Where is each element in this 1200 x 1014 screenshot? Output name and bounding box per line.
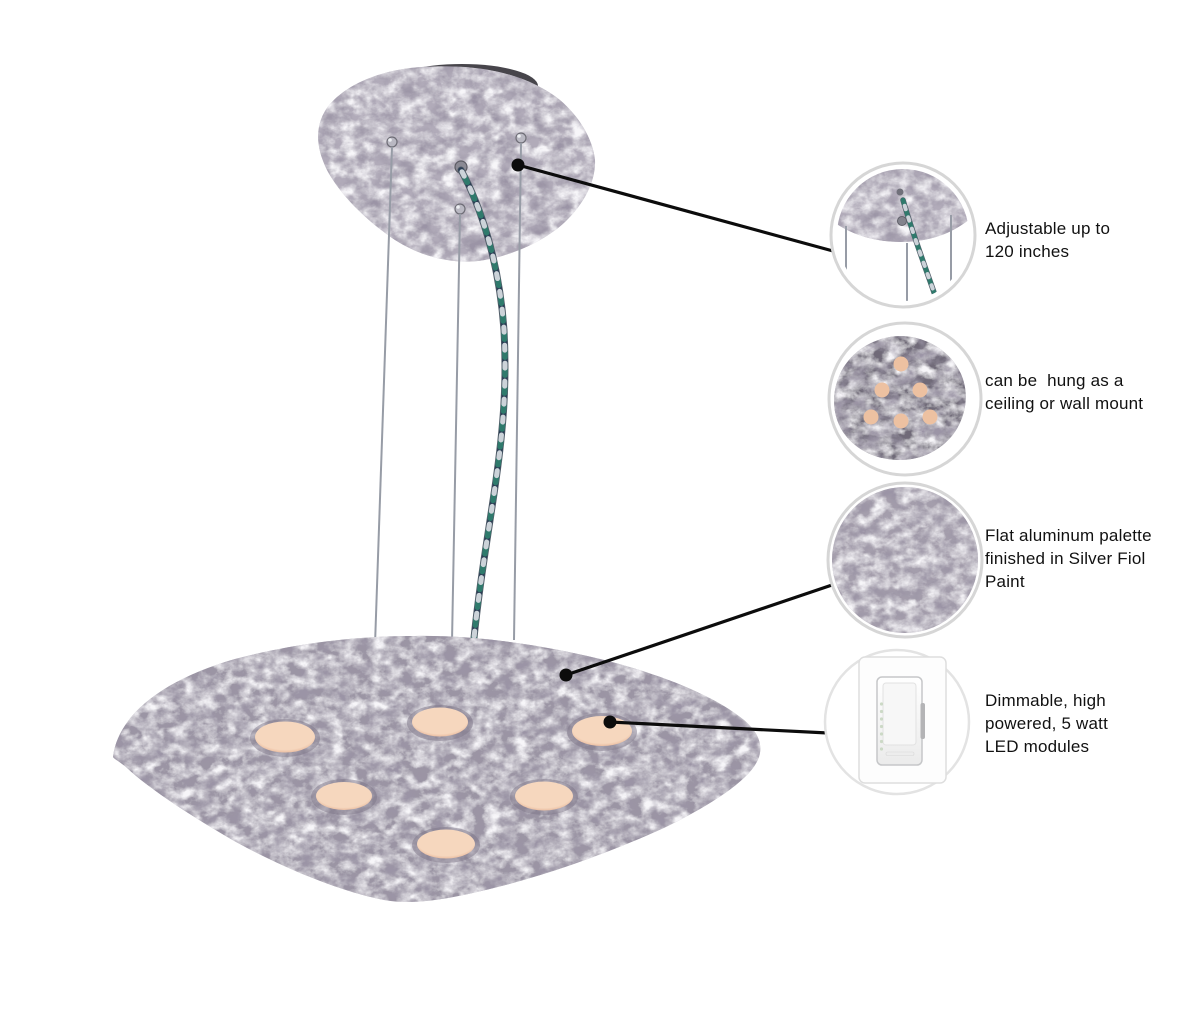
anchor-dot (511, 158, 525, 172)
power-cord (457, 166, 509, 652)
led-module (311, 779, 377, 815)
led-module (407, 705, 473, 741)
led-module (567, 713, 637, 751)
callout-text-line: Dimmable, high (985, 691, 1106, 710)
callout-text-line: LED modules (985, 737, 1090, 756)
anchor-dot (559, 668, 573, 682)
callout-circle-adjustable (829, 161, 977, 309)
callout-line-finish (565, 583, 833, 677)
led-dot (893, 413, 909, 429)
dimmer-level-leds (879, 702, 884, 751)
led-dot (912, 382, 928, 398)
callout-connectors (517, 163, 834, 735)
callout-text-line: powered, 5 watt (985, 714, 1109, 733)
screw-icon (897, 216, 907, 226)
led-dots-top-view (863, 356, 938, 429)
callout-circle-mounting (827, 321, 983, 477)
callout-text-line: finished in Silver Fiol (985, 549, 1146, 568)
standoff-icon (386, 136, 398, 148)
callout-line-led (609, 720, 829, 735)
foil-texture-swatch (832, 487, 978, 633)
dimmer-paddle (882, 682, 917, 746)
led-module (412, 827, 480, 863)
callout-text-mounting: can be hung as a ceiling or wall mount (985, 369, 1143, 415)
standoff-icon (454, 203, 466, 215)
led-modules (250, 705, 637, 863)
dimmer-slot (885, 751, 915, 756)
callout-text-line: 120 inches (985, 242, 1070, 261)
callout-circle-dimmer (823, 648, 971, 796)
led-module (250, 719, 320, 757)
cable (513, 142, 522, 641)
standoff-icon (515, 132, 527, 144)
callout-text-finish: Flat aluminum palette finished in Silver… (985, 524, 1152, 593)
callout-text-line: can be hung as a (985, 371, 1124, 390)
screw-icon (896, 188, 904, 196)
aluminum-palette-shade (113, 635, 761, 903)
callout-text-adjustable: Adjustable up to 120 inches (985, 217, 1110, 263)
power-cord-closeup (900, 197, 940, 301)
callout-text-line: ceiling or wall mount (985, 394, 1144, 413)
suspension-cables (374, 142, 522, 646)
fixture-top-view (834, 336, 966, 460)
led-dot (922, 409, 938, 425)
callout-circle-finish (826, 481, 984, 639)
dimmer-switch-icon (858, 656, 947, 784)
led-dot (874, 382, 890, 398)
callout-anchor-dots (511, 158, 617, 729)
led-dot (863, 409, 879, 425)
led-dot (893, 356, 909, 372)
anchor-dot (603, 715, 617, 729)
callout-text-line: Flat aluminum palette (985, 526, 1152, 545)
callout-line-adjustable (517, 163, 834, 253)
dimmer-slider (920, 703, 925, 739)
callout-text-line: Paint (985, 572, 1025, 591)
led-module (510, 779, 578, 815)
callout-text-led: Dimmable, high powered, 5 watt LED modul… (985, 689, 1108, 758)
cable (374, 146, 393, 646)
cable (451, 213, 461, 643)
callout-text-line: Adjustable up to (985, 219, 1111, 238)
